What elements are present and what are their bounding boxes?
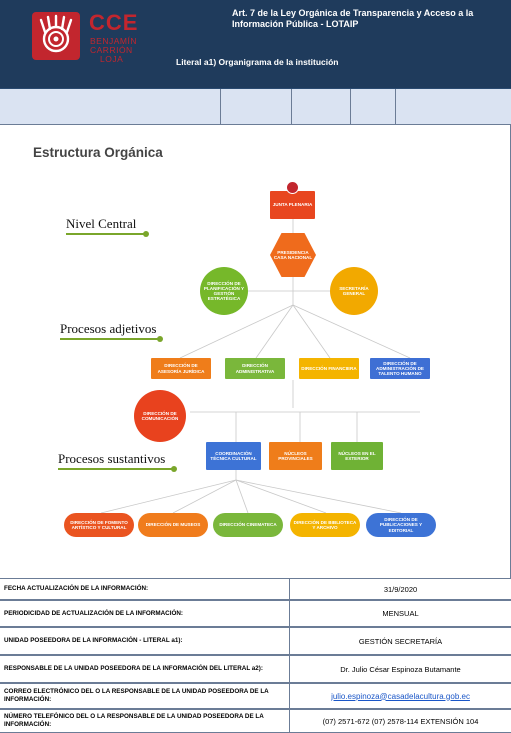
row-label: FECHA ACTUALIZACIÓN DE LA INFORMACIÓN:	[4, 585, 149, 592]
level-dot	[143, 231, 149, 237]
table-row: NÚMERO TELEFÓNICO DEL O LA RESPONSABLE D…	[0, 709, 511, 733]
level-label-adjetivos: Procesos adjetivos	[60, 321, 157, 336]
level-underline	[60, 338, 160, 340]
row-label: NÚMERO TELEFÓNICO DEL O LA RESPONSABLE D…	[4, 713, 264, 728]
logo-emblem-icon	[32, 12, 80, 60]
band-cell	[221, 89, 292, 124]
node-asesoria-juridica: DIRECCIÓN DE ASESORÍA JURÍDICA	[151, 358, 211, 379]
band-cell	[292, 89, 351, 124]
row-value: Dr. Julio César Espinoza Butamante	[289, 656, 511, 682]
node-administrativa: DIRECCIÓN ADMINISTRATIVA	[225, 358, 285, 379]
row-label: UNIDAD POSEEDORA DE LA INFORMACIÓN - LIT…	[4, 637, 183, 644]
band-cell	[351, 89, 396, 124]
level-dot	[171, 466, 177, 472]
node-planificacion: DIRECCIÓN DE PLANIFICACIÓN Y GESTIÓN EST…	[200, 267, 248, 315]
table-row: PERIODICIDAD DE ACTUALIZACIÓN DE LA INFO…	[0, 600, 511, 627]
node-publicaciones-editorial: DIRECCIÓN DE PUBLICACIONES Y EDITORIAL	[366, 513, 436, 537]
table-row: RESPONSABLE DE LA UNIDAD POSEEDORA DE LA…	[0, 655, 511, 683]
level-dot	[157, 336, 163, 342]
org-chart-title: Estructura Orgánica	[33, 145, 163, 160]
table-row: UNIDAD POSEEDORA DE LA INFORMACIÓN - LIT…	[0, 627, 511, 655]
level-label-sustantivos: Procesos sustantivos	[58, 451, 166, 466]
email-link[interactable]: julio.espinoza@casadelacultura.gob.ec	[289, 684, 511, 708]
institution-logo: CCE BENJAMÍN CARRIÓN LOJA	[29, 10, 169, 66]
node-talento-humano: DIRECCIÓN DE ADMINISTRACIÓN DE TALENTO H…	[370, 358, 430, 379]
logo-text: CCE	[89, 10, 139, 35]
level-underline	[66, 233, 146, 235]
node-junta-plenaria: JUNTA PLENARIA	[270, 191, 315, 219]
row-label: CORREO ELECTRÓNICO DEL O LA RESPONSABLE …	[4, 688, 269, 703]
row-label: PERIODICIDAD DE ACTUALIZACIÓN DE LA INFO…	[4, 609, 183, 617]
node-comunicacion: DIRECCIÓN DE COMUNICACIÓN	[134, 390, 186, 442]
row-value: GESTIÓN SECRETARÍA	[289, 628, 511, 654]
table-row: CORREO ELECTRÓNICO DEL O LA RESPONSABLE …	[0, 683, 511, 709]
logo-subtext: BENJAMÍN CARRIÓN LOJA	[90, 36, 137, 64]
document-subtitle: Literal a1) Organigrama de la institució…	[176, 57, 339, 67]
document-title: Art. 7 de la Ley Orgánica de Transparenc…	[232, 8, 474, 29]
node-nucleos-exterior: NÚCLEOS EN EL EXTERIOR	[331, 442, 383, 470]
node-fomento-artistico: DIRECCIÓN DE FOMENTO ARTÍSTICO Y CULTURA…	[64, 513, 134, 537]
node-secretaria-general: SECRETARÍA GENERAL	[330, 267, 378, 315]
node-coordinacion-tecnica: COORDINACIÓN TÉCNICA CULTURAL	[206, 442, 261, 470]
node-biblioteca-archivo: DIRECCIÓN DE BIBLIOTECA Y ARCHIVO	[290, 513, 360, 537]
table-row: FECHA ACTUALIZACIÓN DE LA INFORMACIÓN: 3…	[0, 578, 511, 600]
node-financiera: DIRECCIÓN FINANCIERA	[299, 358, 359, 379]
row-label: RESPONSABLE DE LA UNIDAD POSEEDORA DE LA…	[4, 665, 264, 672]
level-label-central: Nivel Central	[66, 216, 137, 231]
header-band	[0, 89, 511, 125]
org-chart-connectors	[100, 218, 420, 514]
org-chart-area: Estructura Orgánica Nivel Central Proces…	[0, 125, 511, 578]
node-museos: DIRECCIÓN DE MUSEOS	[138, 513, 208, 537]
band-cell	[0, 89, 221, 124]
row-value: MENSUAL	[289, 601, 511, 626]
document-header: CCE BENJAMÍN CARRIÓN LOJA Art. 7 de la L…	[0, 0, 511, 89]
junta-emblem-icon	[286, 181, 299, 194]
node-cinemateca: DIRECCIÓN CINEMATECA	[213, 513, 283, 537]
row-value: (07) 2571-672 (07) 2578-114 EXTENSIÓN 10…	[289, 710, 511, 732]
node-nucleos-provinciales: NÚCLEOS PROVINCIALES	[269, 442, 322, 470]
row-value: 31/9/2020	[289, 579, 511, 599]
level-underline	[58, 468, 174, 470]
